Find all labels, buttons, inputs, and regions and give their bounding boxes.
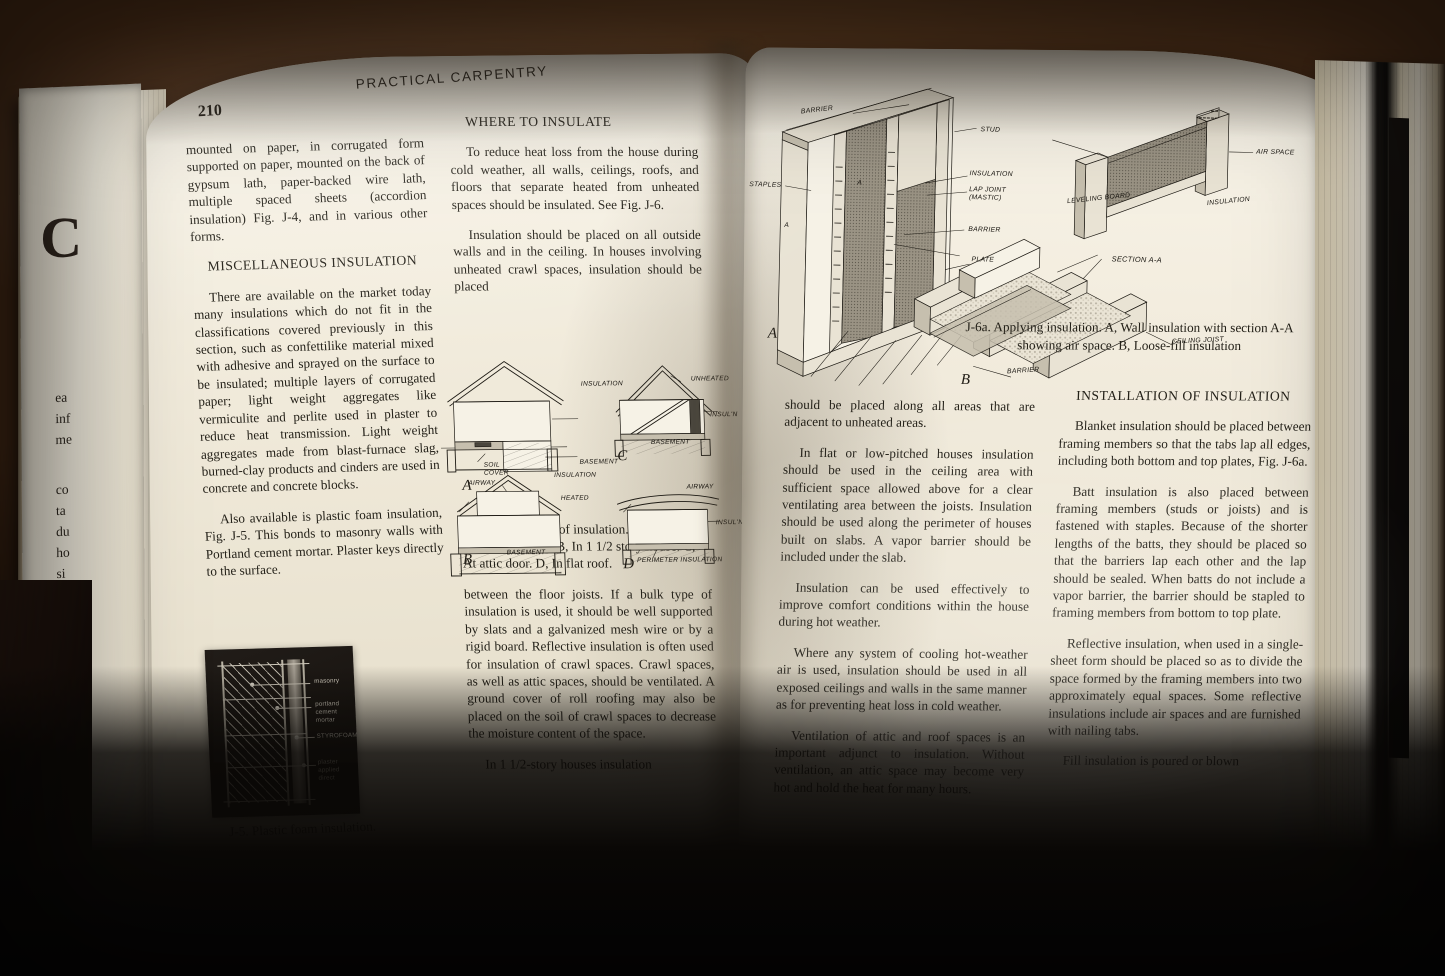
section-heading: MISCELLANEOUS INSULATION xyxy=(207,252,418,275)
right-page-211: 211 xyxy=(738,47,1366,949)
j6a-label-plate: PLATE xyxy=(971,256,995,264)
paragraph: To reduce heat loss from the house durin… xyxy=(450,144,700,212)
prev-page-text-fragment: ea inf me xyxy=(55,389,73,448)
page-number-left: 210 xyxy=(197,101,223,121)
j6-panel-letter-b: B xyxy=(462,551,473,568)
j6-panel-letter-c: C xyxy=(617,448,628,465)
j6a-label-section-marker-a1: A xyxy=(857,179,863,187)
j6-label-insulation-b: INSULATION xyxy=(553,471,597,479)
j6a-label-insulation-a: INSULATION xyxy=(969,170,1013,179)
j6a-svg xyxy=(776,87,1254,386)
paragraph: There are available on the market today … xyxy=(193,282,440,497)
j6a-panel-letter-b: B xyxy=(960,371,971,389)
j6-label-airway-b: AIRWAY xyxy=(468,479,496,487)
paragraph: mounted on paper, in corrugated form sup… xyxy=(185,135,428,245)
j6-label-basement-a: BASEMENT xyxy=(579,458,619,466)
left-page-210: PRACTICAL CARPENTRY 210 mounted on paper… xyxy=(145,52,765,950)
left-column-one: mounted on paper, in corrugated form sup… xyxy=(186,134,446,593)
j6a-panel-b xyxy=(893,238,1172,379)
drop-cap-letter: C xyxy=(39,204,83,271)
j6-label-basement-b: BASEMENT xyxy=(506,549,546,557)
table-foreground-shadow xyxy=(0,666,1445,976)
figure-j6-drawings: INSULATION SOIL COVER BASEMENT A AIRWAY … xyxy=(434,353,743,577)
paragraph: Batt insulation is also placed between f… xyxy=(1051,483,1310,621)
j6-label-insulation-a: INSULATION xyxy=(580,380,624,388)
figure-j6a-drawings: BARRIER STUD INSULATION LAP JOINT (MASTI… xyxy=(749,69,1358,388)
j6-panel-d xyxy=(616,494,720,565)
j6-panel-b xyxy=(450,474,566,577)
j6a-panel-section xyxy=(1052,107,1254,240)
j6a-panel-a xyxy=(776,87,977,386)
paragraph: Blanket insulation should be placed betw… xyxy=(1057,418,1312,469)
j6-panel-a xyxy=(441,360,579,473)
section-heading: WHERE TO INSULATE xyxy=(464,113,612,129)
paragraph: Insulation can be used effectively to im… xyxy=(778,579,1030,630)
section-heading: INSTALLATION OF INSULATION xyxy=(1075,387,1291,404)
j6a-label-lap-joint-mastic: LAP JOINT (MASTIC) xyxy=(968,186,1007,202)
j6a-label-section-aa: SECTION A-A xyxy=(1111,254,1162,265)
j6a-label-air-space: AIR SPACE xyxy=(1256,148,1295,157)
j6-panel-c xyxy=(614,365,718,457)
j6a-label-barrier: BARRIER xyxy=(968,226,1001,234)
j6a-label-section-marker-a2: A xyxy=(784,221,790,229)
j6-panel-letter-d: D xyxy=(622,556,635,573)
book-cover-edge xyxy=(1389,117,1409,759)
j6-label-soil-cover: SOIL COVER xyxy=(483,461,510,477)
running-head-left: PRACTICAL CARPENTRY xyxy=(355,63,549,92)
paragraph: Also available is plastic foam insulatio… xyxy=(204,504,445,579)
paragraph: should be placed along all areas that ar… xyxy=(784,396,1036,431)
j6-label-heated-b: HEATED xyxy=(560,494,590,502)
paragraph: Insulation should be placed on all outsi… xyxy=(452,226,703,294)
figure-caption-j6a: J-6a. Applying insulation. A, Wall insul… xyxy=(965,319,1294,353)
j6a-panel-letter-a: A xyxy=(767,325,778,342)
j6-label-basement-c: BASEMENT xyxy=(650,438,690,446)
j6a-label-stud: STUD xyxy=(980,126,1001,134)
paragraph: In flat or low-pitched houses insulation… xyxy=(780,444,1034,565)
j6-svg xyxy=(441,360,720,577)
